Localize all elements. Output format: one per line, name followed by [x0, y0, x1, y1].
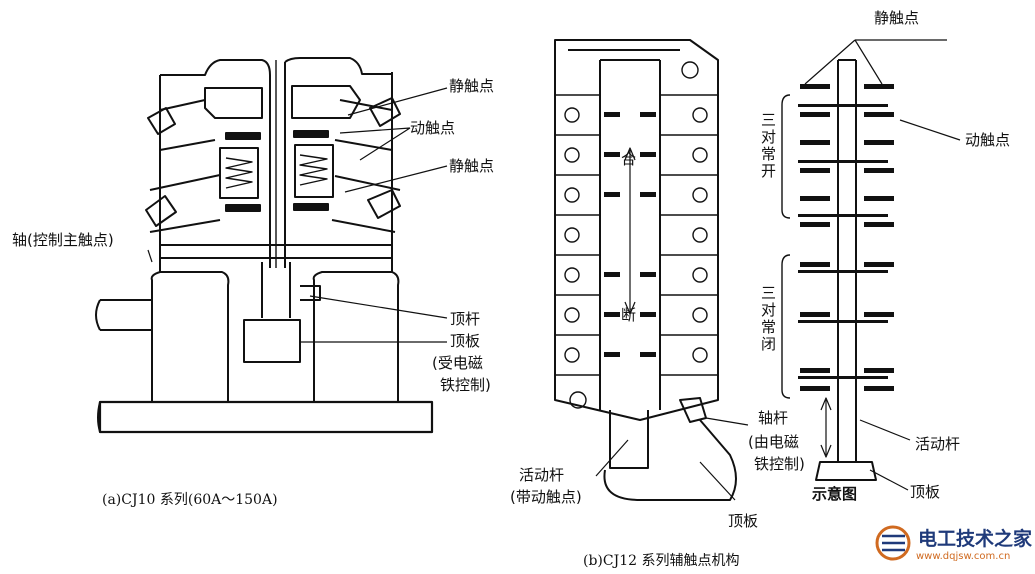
label-top-plate-a: 顶板	[450, 332, 481, 350]
schematic-contacts	[798, 84, 894, 391]
label-moving-contact: 动触点	[410, 119, 456, 137]
label-shaft: 轴(控制主触点)	[12, 231, 114, 249]
label-schematic-top-plate: 顶板	[910, 483, 941, 501]
label-controlled-2: 铁控制)	[440, 376, 491, 394]
label-top-plate-b: 顶板	[728, 512, 759, 530]
label-by-magnet-2: 铁控制)	[754, 455, 805, 473]
label-schematic-title: 示意图	[812, 485, 858, 503]
label-schematic-movable-rod: 活动杆	[915, 435, 961, 453]
schematic-drawing	[781, 39, 961, 491]
label-movable-rod-b-1: 活动杆	[519, 466, 565, 484]
label-controlled-1: (受电磁	[432, 354, 483, 372]
cj10-contactor-drawing	[95, 57, 448, 434]
watermark-url: www.dqjsw.com.cn	[916, 551, 1011, 562]
label-push-rod: 顶杆	[450, 310, 481, 328]
caption-b: (b)CJ12 系列辅触点机构	[583, 553, 740, 569]
watermark-logo-icon	[875, 525, 911, 561]
label-schematic-moving-contact: 动触点	[965, 131, 1011, 149]
label-static-contact-bottom: 静触点	[449, 157, 495, 175]
label-close: 合	[621, 150, 637, 168]
label-schematic-static-contact: 静触点	[874, 9, 920, 27]
label-static-contact-top: 静触点	[449, 77, 495, 95]
label-open: 断	[621, 306, 637, 324]
caption-a: (a)CJ10 系列(60A～150A)	[102, 492, 278, 508]
label-by-magnet-1: (由电磁	[748, 433, 799, 451]
label-three-normally-open: 三对常开	[760, 111, 776, 180]
label-three-normally-closed: 三对常闭	[760, 284, 776, 353]
label-shaft-rod: 轴杆	[758, 409, 789, 427]
label-movable-rod-b-2: (带动触点)	[510, 488, 582, 506]
watermark-title: 电工技术之家	[918, 528, 1033, 550]
cj12-mechanism-drawing	[554, 39, 749, 501]
